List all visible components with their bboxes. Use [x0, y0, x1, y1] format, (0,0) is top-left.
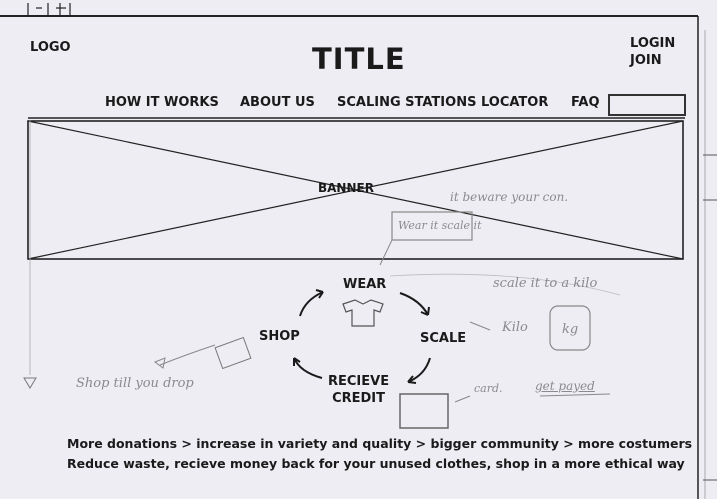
cycle-wear: WEAR [343, 277, 387, 292]
page-title: TITLE [312, 42, 406, 76]
nav-about-us[interactable]: ABOUT US [240, 95, 315, 110]
note-kilo: Kilo [502, 320, 528, 335]
footer-line-2: Reduce waste, recieve money back for you… [67, 456, 685, 471]
note-wear-it: Wear it scale it [398, 219, 482, 232]
login-link[interactable]: LOGIN [630, 36, 676, 51]
cycle-scale: SCALE [420, 331, 467, 346]
footer-line-1: More donations > increase in variety and… [67, 436, 693, 451]
auth-links: LOGIN JOIN [630, 35, 675, 69]
note-get-payed: get payed [535, 379, 595, 393]
logo[interactable]: LOGO [30, 40, 71, 55]
note-beware: it beware your con. [450, 190, 569, 204]
note-scale-kilo: scale it to a kilo [493, 276, 598, 291]
nav-faq[interactable]: FAQ [571, 95, 600, 110]
credit-line-2: CREDIT [332, 391, 386, 406]
nav-how-it-works[interactable]: HOW IT WORKS [105, 95, 219, 110]
credit-line-1: RECIEVE [328, 374, 390, 389]
note-shop-till-drop: Shop till you drop [76, 376, 194, 391]
search-input[interactable] [608, 94, 686, 116]
note-kg: kg [562, 322, 579, 337]
note-card: card. [474, 382, 503, 395]
cycle-shop: SHOP [259, 329, 300, 344]
banner-label: BANNER [318, 181, 374, 195]
join-link[interactable]: JOIN [630, 53, 662, 68]
nav-scaling-stations-locator[interactable]: SCALING STATIONS LOCATOR [337, 95, 549, 110]
cycle-recieve-credit: RECIEVE CREDIT [328, 373, 389, 407]
